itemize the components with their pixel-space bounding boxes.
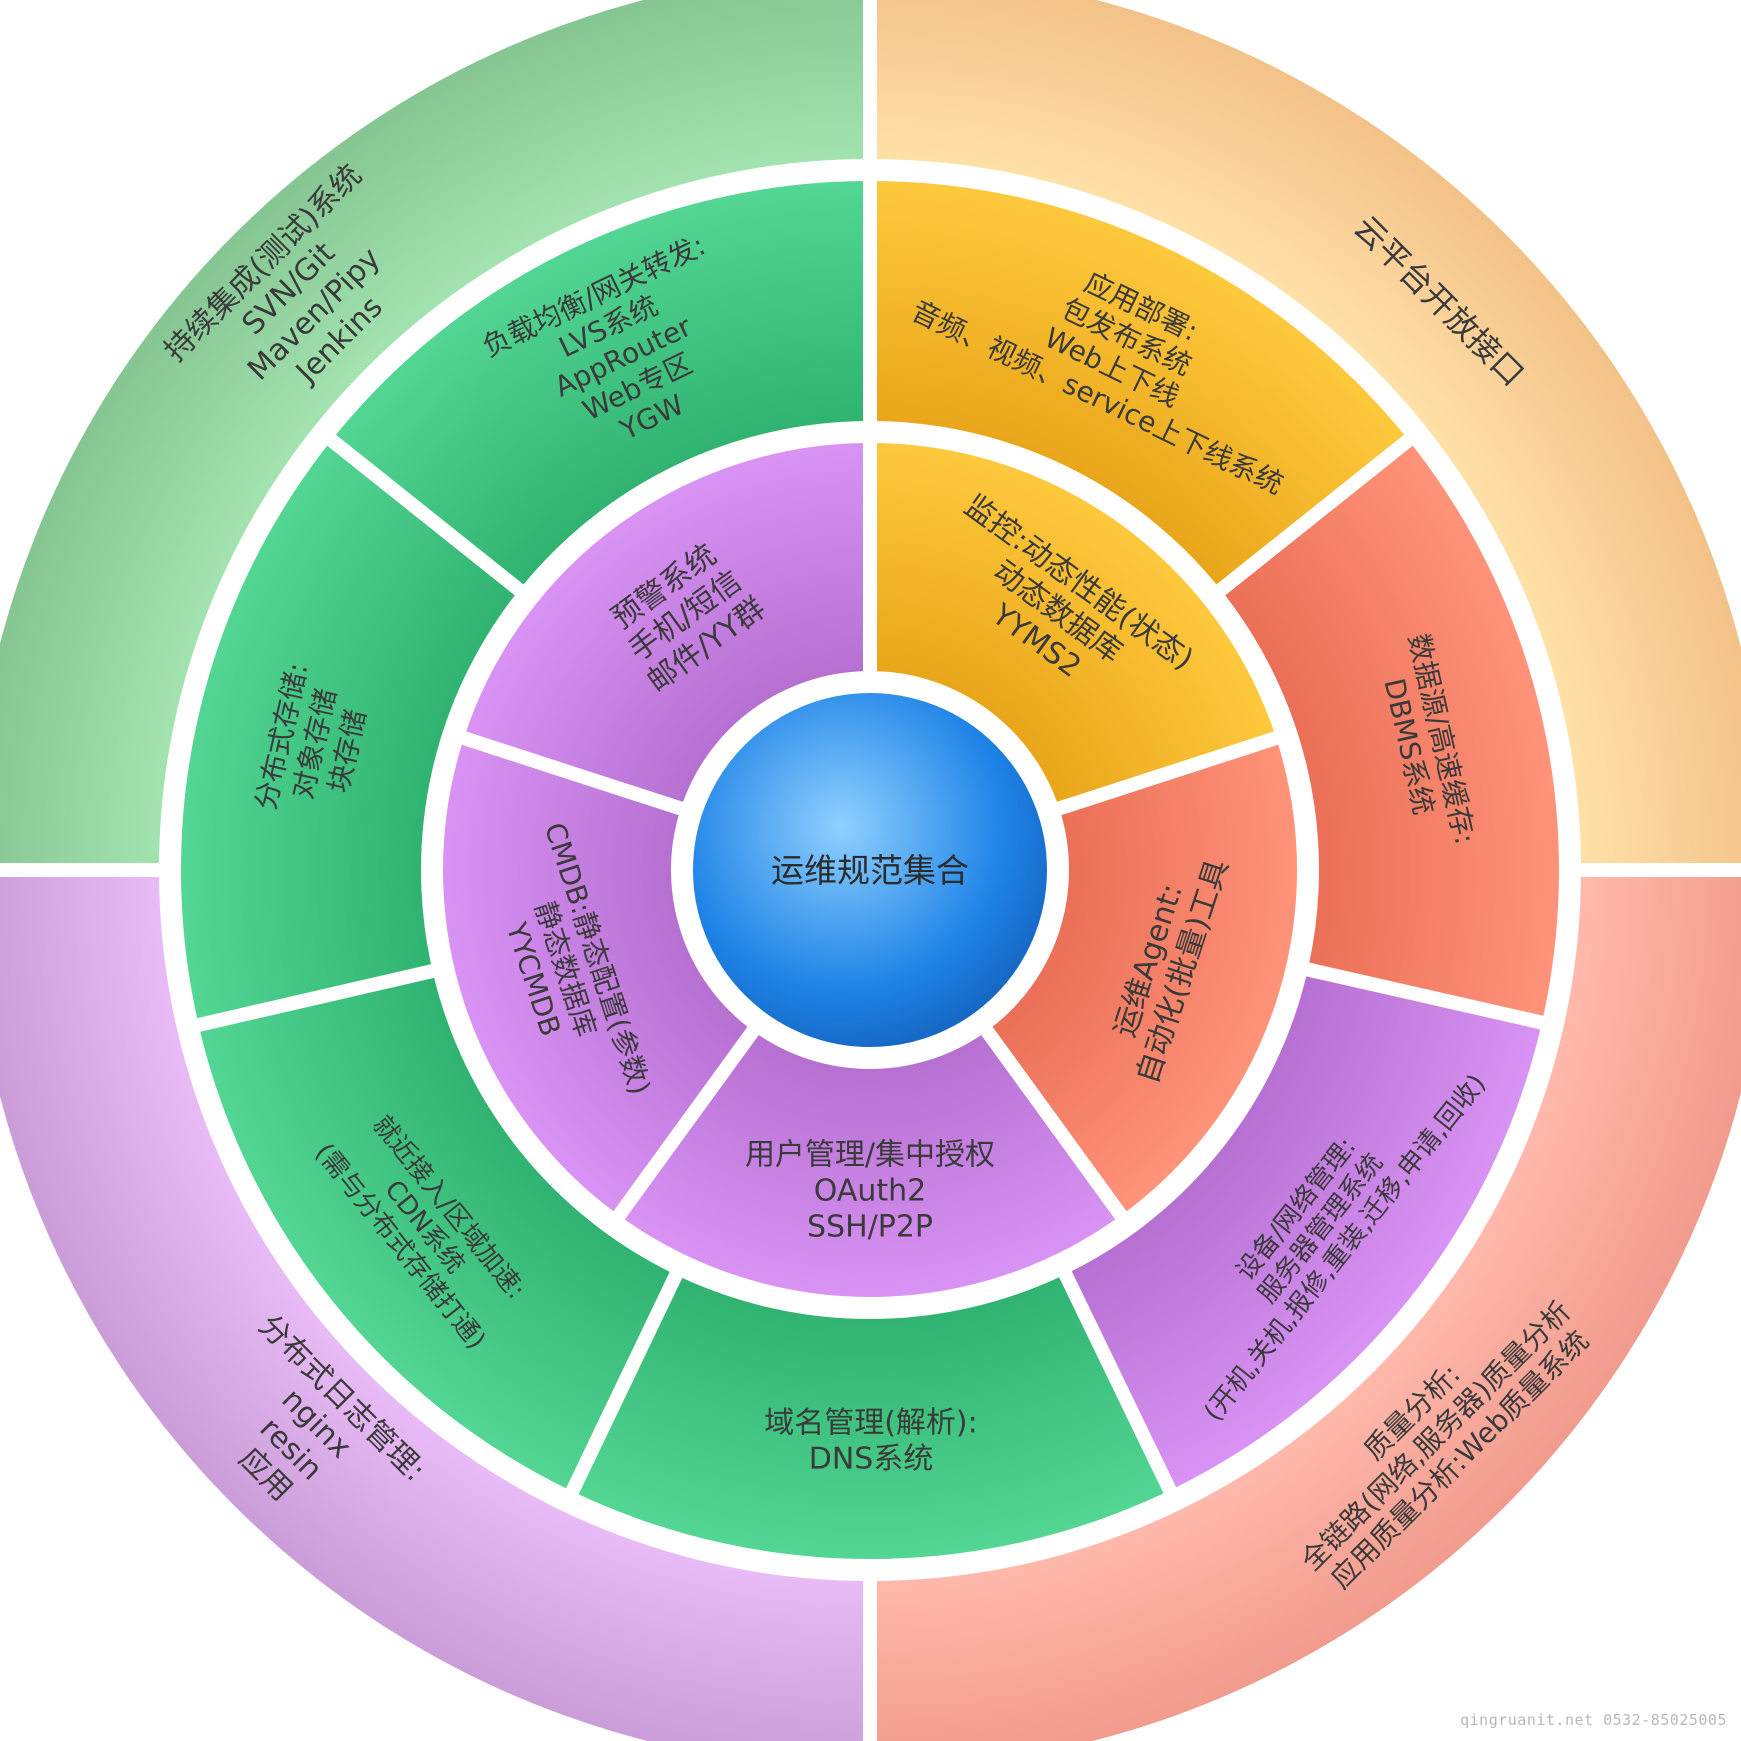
segment-log-mgmt xyxy=(0,875,865,1741)
center-hub: 运维规范集合 xyxy=(687,687,1053,1053)
segment-ci xyxy=(0,0,865,865)
segment-storage xyxy=(179,442,518,1021)
segment-dns xyxy=(575,1274,1167,1561)
segment-cdn xyxy=(197,975,673,1491)
label-line: 用户管理/集中授权 xyxy=(745,1138,995,1173)
label-line: SSH/P2P xyxy=(807,1210,933,1245)
segment-monitor xyxy=(874,441,1277,805)
label-line: OAuth2 xyxy=(814,1174,927,1209)
segment-load-balance xyxy=(333,179,865,588)
segment-user-auth xyxy=(621,1032,1119,1299)
segment-quality xyxy=(875,875,1741,1741)
label-line: 域名管理(解析): xyxy=(764,1405,978,1440)
center-label: 运维规范集合 xyxy=(771,851,969,890)
segment-device-mgmt xyxy=(1069,973,1543,1490)
label-line: DNS系统 xyxy=(809,1441,934,1476)
watermark: qingruanit.net 0532-85025005 xyxy=(1460,1711,1727,1729)
segment-cmdb xyxy=(441,742,751,1215)
segment-alert xyxy=(463,441,866,805)
label-dns: 域名管理(解析):DNS系统 xyxy=(764,1405,978,1476)
segment-app-deploy xyxy=(875,179,1407,588)
center-circle xyxy=(687,687,1053,1053)
segment-agent xyxy=(989,742,1299,1215)
segment-cloud-api xyxy=(875,0,1741,865)
segment-datasource xyxy=(1222,442,1561,1019)
